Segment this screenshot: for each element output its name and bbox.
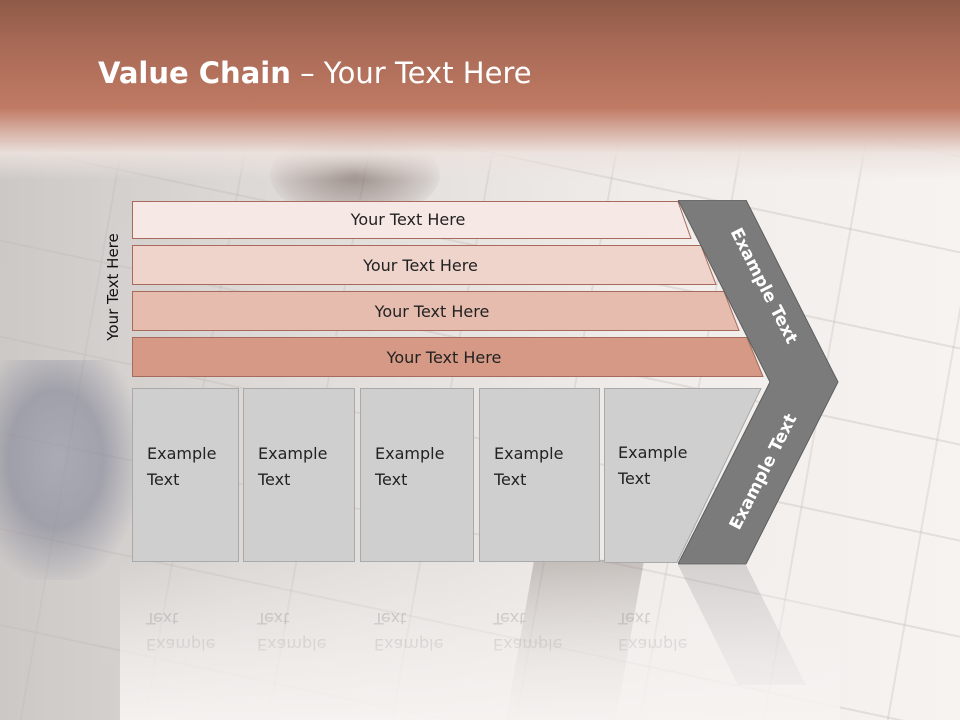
row-2[interactable]: Your Text Here: [132, 245, 717, 285]
box-5-label: Example Text: [618, 443, 688, 488]
row-3-label: Your Text Here: [374, 301, 490, 321]
reflection-fade: [120, 560, 840, 720]
title-band: [0, 0, 960, 180]
row-3[interactable]: Your Text Here: [132, 291, 740, 331]
box-4-label: Example Text: [494, 444, 564, 489]
row-4-shape: [132, 337, 764, 377]
box-1[interactable]: Example Text: [132, 388, 239, 562]
box-4[interactable]: Example Text: [479, 388, 600, 562]
row-1[interactable]: Your Text Here: [132, 201, 692, 239]
row-4-label: Your Text Here: [386, 347, 502, 367]
box-2[interactable]: Example Text: [243, 388, 355, 562]
slide-title: Value Chain – Your Text Here: [98, 56, 532, 90]
chevron-arrow[interactable]: [678, 200, 848, 568]
row-2-label: Your Text Here: [363, 255, 478, 275]
side-label: Your Text Here: [104, 233, 122, 341]
box-5[interactable]: Example Text: [604, 388, 764, 568]
row-1-label: Your Text Here: [350, 210, 466, 229]
box-1-label: Example Text: [147, 444, 217, 489]
row-1-shape: [132, 201, 692, 239]
box-3[interactable]: Example Text: [360, 388, 474, 562]
worker-figure: [0, 360, 140, 580]
row-3-shape: [132, 291, 740, 331]
box-2-label: Example Text: [258, 444, 328, 489]
row-2-shape: [132, 245, 717, 285]
row-4[interactable]: Your Text Here: [132, 337, 764, 377]
box-3-label: Example Text: [375, 444, 445, 489]
